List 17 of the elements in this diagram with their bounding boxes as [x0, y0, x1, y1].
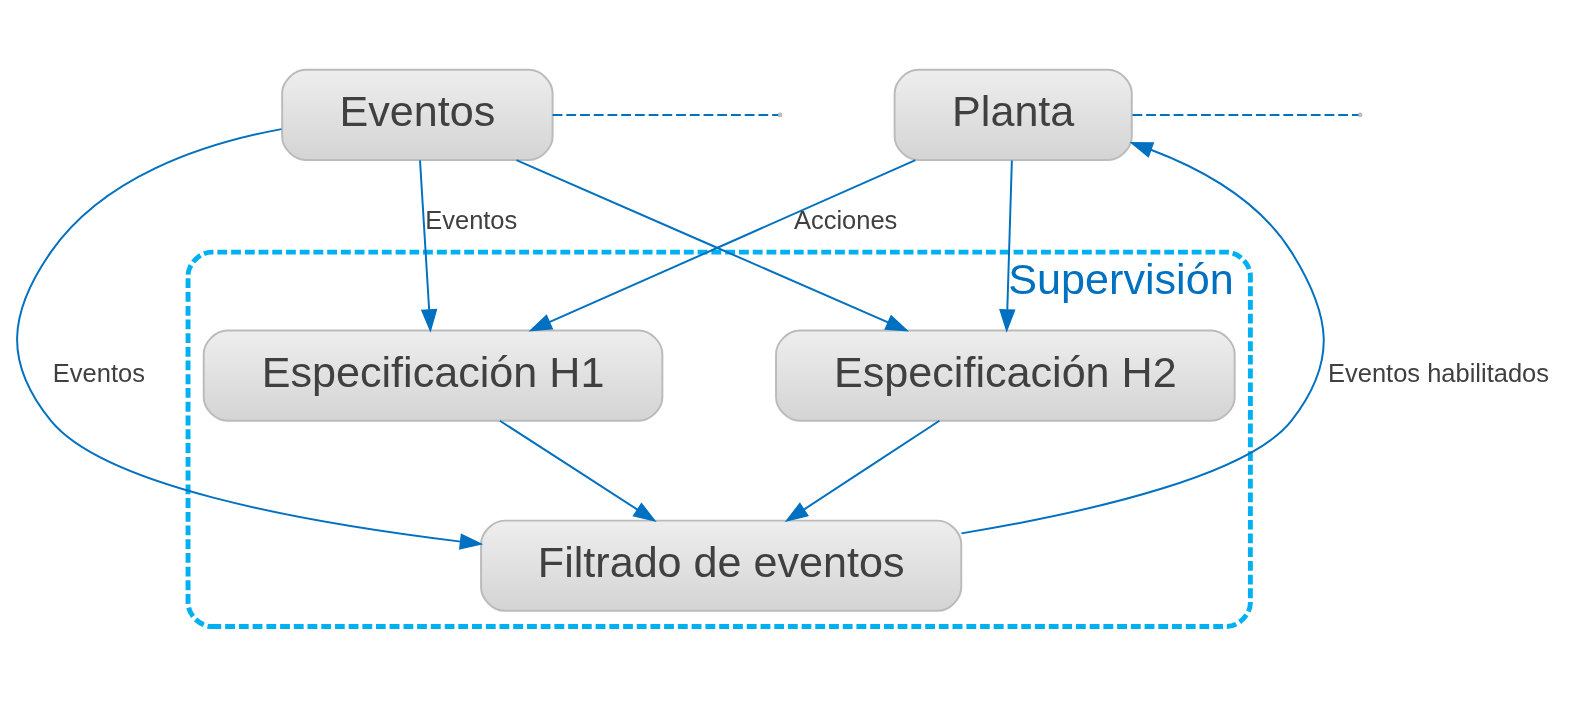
node-box: Filtrado de eventos — [480, 519, 963, 612]
node-box: Eventos — [281, 68, 554, 161]
connector — [551, 113, 780, 116]
arrow — [498, 419, 657, 522]
node-box: Especificación H1 — [202, 329, 664, 422]
node-box: Planta — [893, 68, 1133, 161]
arrow — [419, 158, 438, 333]
arrow — [16, 127, 484, 550]
edge-label: Eventos habilitados — [1328, 358, 1549, 387]
arrow — [960, 141, 1325, 534]
arrow — [999, 158, 1016, 333]
connector — [1131, 113, 1360, 116]
edge-label: Acciones — [793, 205, 898, 234]
edge-label: Eventos — [52, 358, 145, 387]
arrow — [784, 419, 941, 522]
edge-label: Eventos — [425, 205, 518, 234]
node-box: Especificación H2 — [775, 329, 1236, 422]
